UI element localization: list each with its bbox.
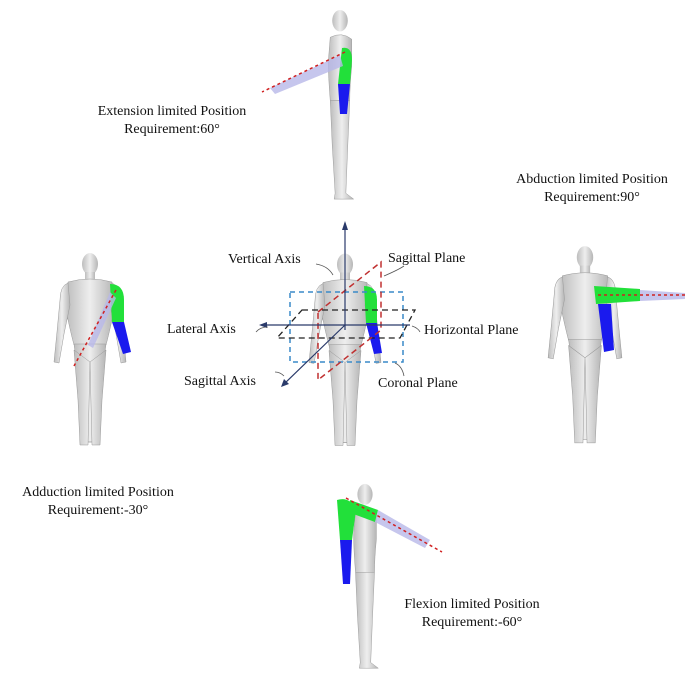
horizontal-plane [275,309,417,339]
abduction-requirement: Requirement:90° [544,190,640,205]
extension-figure [261,9,354,200]
abduction-figure [547,245,686,444]
flexion-title: Flexion limited Position [404,597,540,612]
adduction-label: Adduction limited Position Requirement:-… [22,484,174,520]
sagittal-axis-label: Sagittal Axis [184,374,256,389]
extension-label: Extension limited Position Requirement:6… [98,103,247,139]
center-figure [255,221,421,446]
adduction-requirement: Requirement:-30° [47,503,149,518]
coronal-plane [289,291,404,363]
coronal-plane-label: Coronal Plane [378,376,458,391]
vertical-axis-label: Vertical Axis [228,252,301,267]
horizontal-plane-label: Horizontal Plane [424,323,519,338]
extension-title: Extension limited Position [97,104,247,119]
lateral-axis-label: Lateral Axis [167,322,236,337]
flexion-label: Flexion limited Position Requirement:-60… [404,596,539,632]
extension-requirement: Requirement:60° [124,122,220,137]
abduction-label: Abduction limited Position Requirement:9… [516,171,668,207]
sagittal-axis [282,324,346,386]
abduction-title: Abduction limited Position [516,172,668,187]
flexion-requirement: Requirement:-60° [421,615,523,630]
adduction-figure [53,252,131,446]
sagittal-plane [317,260,382,382]
adduction-title: Adduction limited Position [22,485,174,500]
flexion-figure [337,483,443,669]
sagittal-plane-label: Sagittal Plane [388,251,466,266]
